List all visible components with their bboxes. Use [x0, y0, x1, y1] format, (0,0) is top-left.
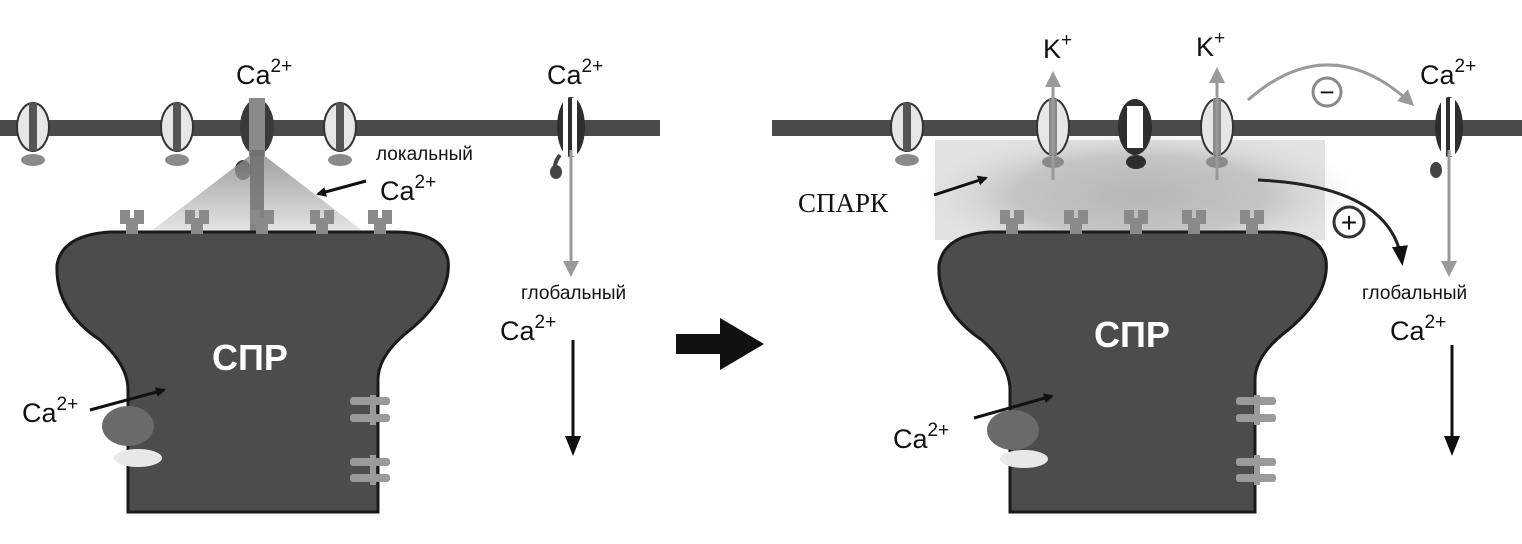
ryanodine-receptors-right [1000, 210, 1264, 234]
uptake-arrow-right [973, 393, 1054, 420]
ryanodine-receptors-left [120, 210, 392, 234]
right-arrow-icon [676, 318, 764, 370]
k-label-right: K+ [1196, 28, 1225, 62]
global-label-left: глобальный [521, 283, 626, 304]
uptake-arrow-left [89, 387, 166, 412]
sr-label-right: СПР [1094, 314, 1170, 355]
local-label: локальный [376, 144, 473, 165]
global-ca-label-right: Ca2+ [1390, 312, 1446, 346]
global-ca-label-left: Ca2+ [500, 312, 556, 346]
minus-sign-icon: − [1311, 76, 1343, 108]
calcium-channel-closed [1118, 99, 1152, 169]
calcium-channel-right-panel [1430, 97, 1463, 178]
sr-uptake-ca-label-right: Ca2+ [893, 420, 949, 454]
local-ca-arrow [316, 179, 367, 197]
inhibition-arrow [1247, 63, 1415, 107]
channel-right-1 [890, 102, 924, 166]
global-label-right: глобальный [1362, 283, 1467, 304]
ca-label-top-right-panel: Ca2+ [1420, 56, 1476, 90]
left-panel: СПР Ca2+ Ca2+ локальный Ca2+ глобальный … [0, 56, 660, 514]
ca-label-top-center: Ca2+ [236, 56, 292, 90]
channel-left-4 [323, 102, 357, 166]
channel-left-2 [160, 102, 194, 166]
right-panel: K+ K+ − Ca2+ [772, 28, 1522, 514]
sarcoplasmic-reticulum-left [55, 230, 450, 514]
sr-uptake-ca-label-left: Ca2+ [22, 394, 78, 428]
sr-label-left: СПР [212, 337, 288, 378]
channel-left-1 [16, 102, 50, 166]
activation-arrow [1257, 178, 1408, 266]
k-label-left: K+ [1043, 30, 1072, 64]
plus-sign-icon: + [1332, 205, 1366, 239]
sr-channels-right [1236, 395, 1276, 485]
serca-pump-left [102, 406, 154, 446]
calcium-channel-right [550, 97, 585, 179]
serca-pump-right [987, 410, 1039, 450]
ca-label-top-right: Ca2+ [547, 56, 603, 90]
svg-text:+: + [1341, 207, 1357, 238]
local-ca-label: Ca2+ [380, 172, 436, 206]
spark-label: СПАРК [798, 188, 889, 218]
spark-arrow [933, 175, 988, 197]
sr-channels-left [350, 395, 390, 485]
sarcoplasmic-reticulum-right [937, 230, 1328, 514]
svg-text:−: − [1319, 77, 1334, 107]
